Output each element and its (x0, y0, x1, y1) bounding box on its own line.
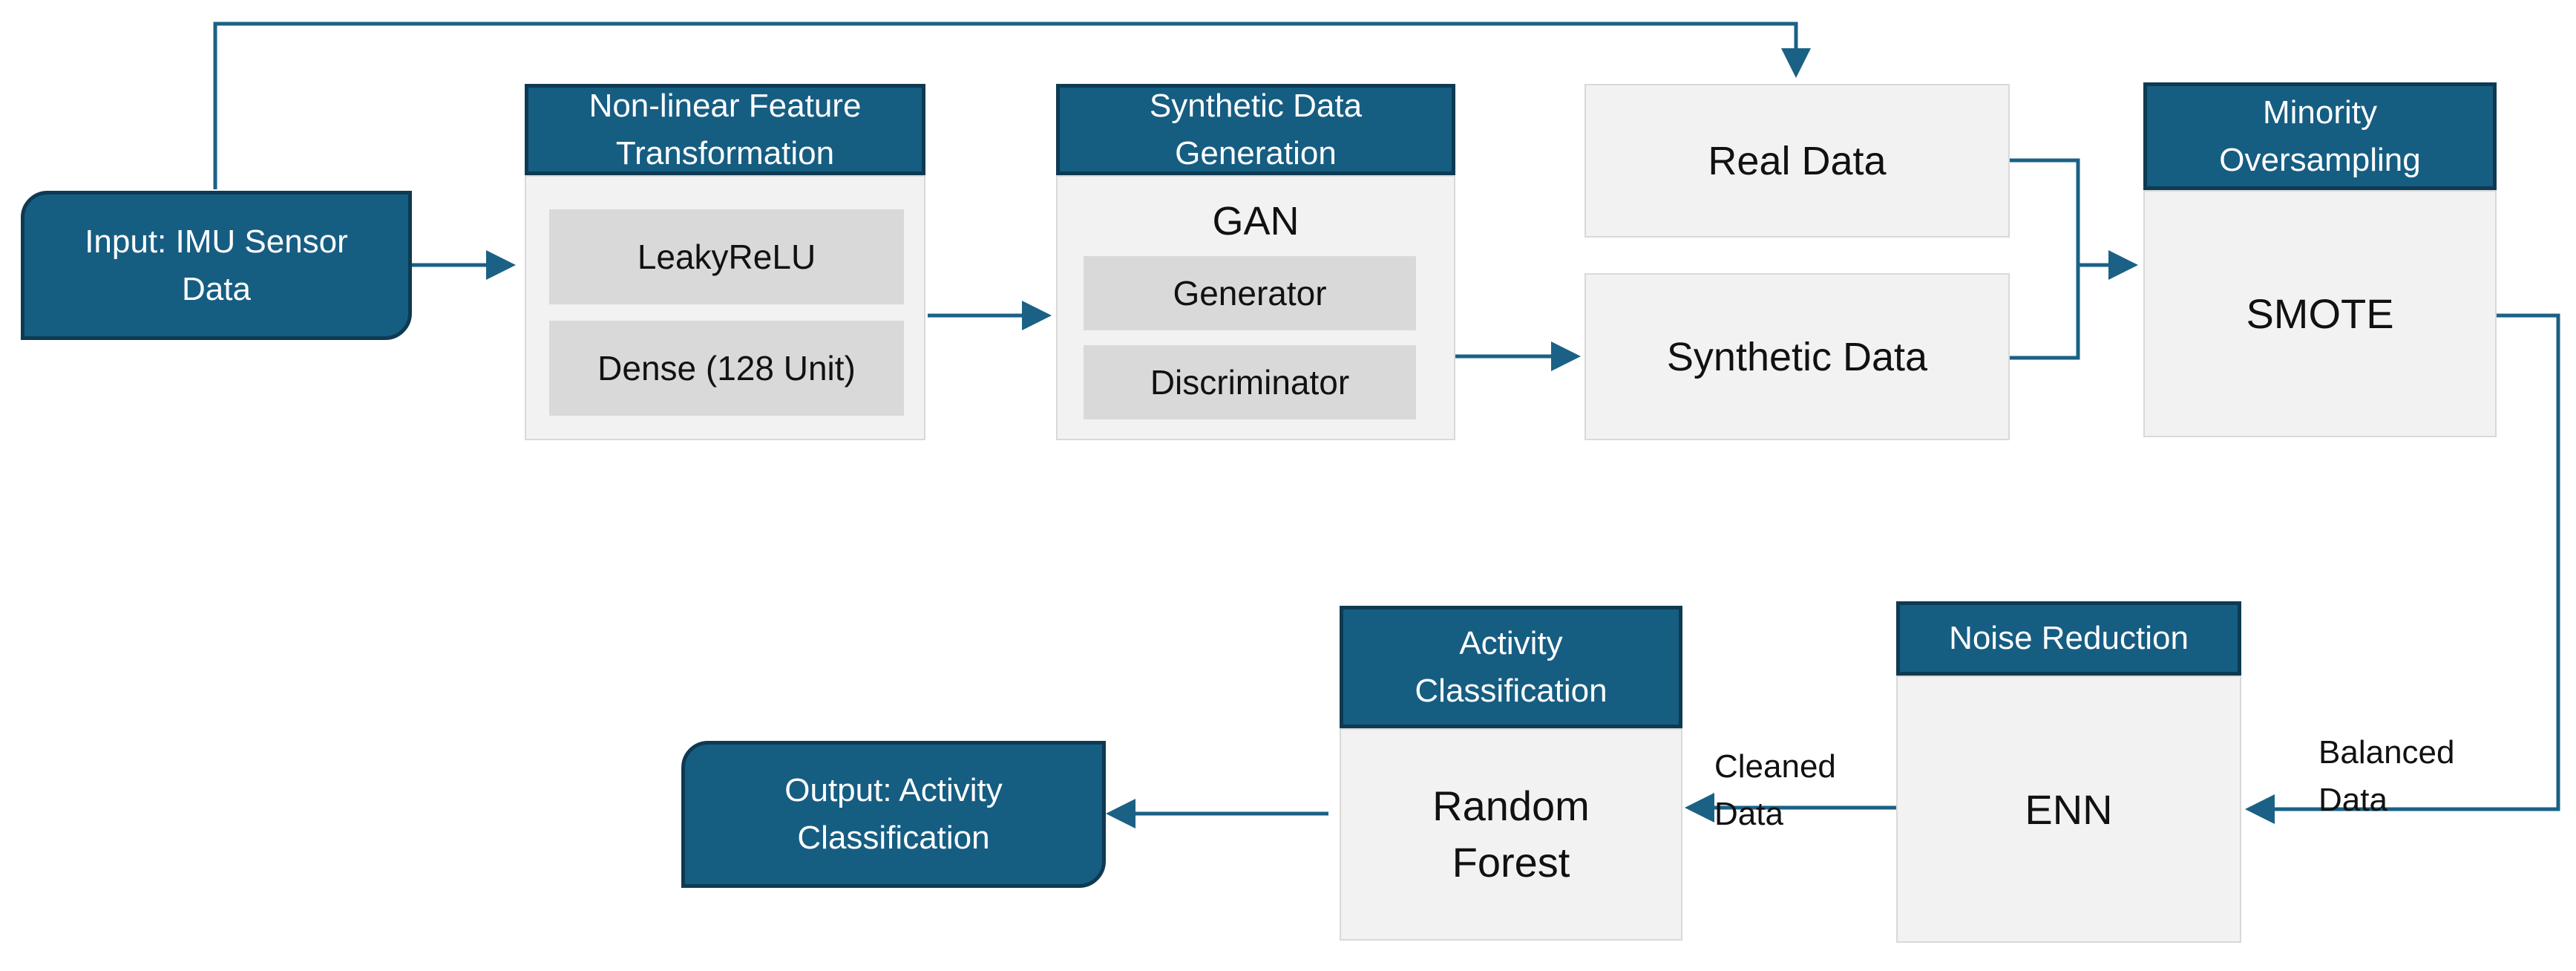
enn-node: ENN (1896, 676, 2241, 943)
cleaned-data-text: Cleaned Data (1714, 748, 1836, 832)
gan-title-label: GAN (1212, 199, 1300, 243)
synthetic-generation-header: Synthetic Data Generation (1056, 84, 1455, 175)
noise-reduction-title: Noise Reduction (1949, 620, 2189, 656)
arrow-smote-to-enn (2245, 313, 2560, 824)
dense-layer-label: Dense (128 Unit) (597, 349, 856, 388)
input-node-label: Input: IMU Sensor Data (85, 223, 348, 307)
output-node: Output: Activity Classification (681, 741, 1106, 888)
leakyrelu-label: LeakyReLU (637, 238, 816, 276)
real-data-node: Real Data (1584, 84, 2010, 238)
real-data-label: Real Data (1708, 138, 1887, 183)
smote-label: SMOTE (2246, 290, 2394, 337)
cleaned-data-label: Cleaned Data (1714, 696, 1885, 832)
leakyrelu-block: LeakyReLU (549, 209, 904, 304)
arrow-real-data-to-smote (2010, 158, 2080, 265)
smote-node: SMOTE (2143, 190, 2497, 437)
balanced-data-text: Balanced Data (2318, 734, 2455, 818)
noise-reduction-header: Noise Reduction (1896, 601, 2241, 676)
generator-label: Generator (1173, 274, 1327, 313)
random-forest-node: Random Forest (1340, 728, 1682, 941)
minority-oversampling-title: Minority Oversampling (2219, 94, 2421, 178)
minority-oversampling-header: Minority Oversampling (2143, 82, 2497, 190)
feature-transformation-header: Non-linear Feature Transformation (525, 84, 925, 175)
output-node-label: Output: Activity Classification (784, 772, 1003, 856)
gan-title: GAN (1056, 192, 1455, 251)
feature-transformation-title: Non-linear Feature Transformation (589, 87, 862, 171)
discriminator-label: Discriminator (1150, 363, 1350, 402)
activity-classification-header: Activity Classification (1340, 606, 1682, 728)
discriminator-block: Discriminator (1084, 345, 1416, 419)
balanced-data-label: Balanced Data (2318, 681, 2541, 818)
activity-classification-title: Activity Classification (1415, 624, 1607, 709)
synthetic-generation-title: Synthetic Data Generation (1149, 87, 1363, 171)
enn-label: ENN (2025, 785, 2113, 833)
dense-layer-block: Dense (128 Unit) (549, 321, 904, 416)
arrow-input-to-real-data (213, 22, 1811, 189)
synthetic-data-label: Synthetic Data (1666, 334, 1928, 379)
generator-block: Generator (1084, 256, 1416, 330)
synthetic-data-node: Synthetic Data (1584, 273, 2010, 440)
arrow-synthetic-data-to-smote (2010, 250, 2138, 360)
input-node: Input: IMU Sensor Data (21, 191, 412, 340)
random-forest-label: Random Forest (1432, 782, 1590, 886)
